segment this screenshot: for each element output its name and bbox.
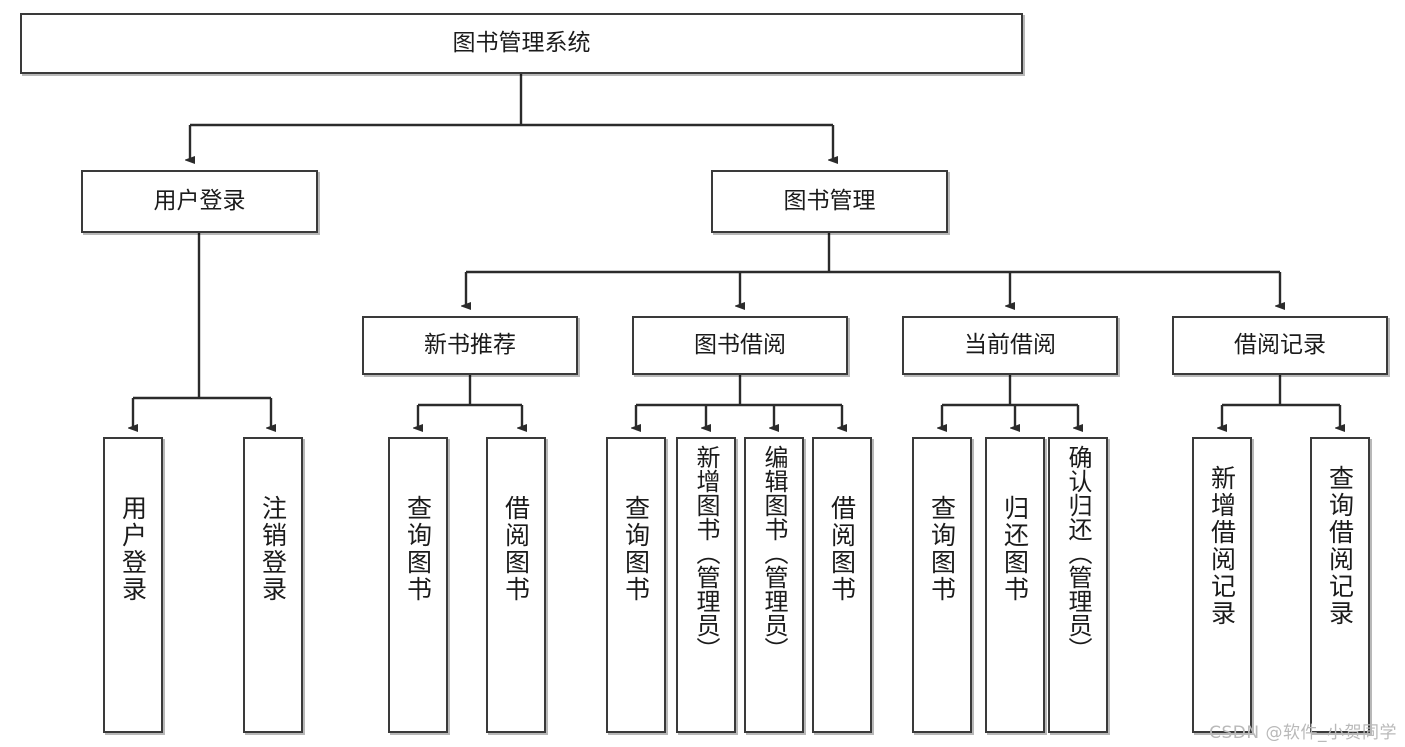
node-leaf-edit-book[interactable]: 编辑图书（管理员） (744, 437, 804, 733)
node-root[interactable]: 图书管理系统 (20, 13, 1023, 74)
node-leaf-borrow-book-1[interactable]: 借阅图书 (486, 437, 546, 733)
node-label: 归还图书 (1000, 495, 1030, 603)
node-leaf-query-record[interactable]: 查询借阅记录 (1310, 437, 1370, 733)
node-leaf-return-book[interactable]: 归还图书 (985, 437, 1045, 733)
node-label: 新书推荐 (424, 331, 516, 358)
node-user-login[interactable]: 用户登录 (81, 170, 318, 233)
node-new-book-recommend[interactable]: 新书推荐 (362, 316, 578, 375)
node-borrow-record[interactable]: 借阅记录 (1172, 316, 1388, 375)
node-label: 查询图书 (927, 495, 957, 603)
node-label: 查询图书 (403, 495, 433, 603)
node-label: 用户登录 (118, 495, 148, 603)
node-label: 图书管理系统 (452, 29, 591, 56)
node-label: 查询借阅记录 (1325, 465, 1355, 627)
node-leaf-borrow-book-2[interactable]: 借阅图书 (812, 437, 872, 733)
node-label: 当前借阅 (964, 331, 1056, 358)
node-label: 图书管理 (783, 187, 876, 214)
node-label: 新增图书（管理员） (692, 445, 720, 661)
node-current-borrow[interactable]: 当前借阅 (902, 316, 1118, 375)
node-leaf-confirm-return[interactable]: 确认归还（管理员） (1048, 437, 1108, 733)
node-leaf-query-book-1[interactable]: 查询图书 (388, 437, 448, 733)
node-label: 新增借阅记录 (1207, 465, 1237, 627)
node-label: 注销登录 (258, 495, 288, 603)
node-book-manage[interactable]: 图书管理 (711, 170, 948, 233)
node-label: 查询图书 (621, 495, 651, 603)
node-leaf-logout[interactable]: 注销登录 (243, 437, 303, 733)
node-label: 编辑图书（管理员） (760, 445, 788, 661)
node-label: 借阅记录 (1234, 331, 1326, 358)
node-label: 借阅图书 (827, 495, 857, 603)
node-label: 借阅图书 (501, 495, 531, 603)
node-book-borrow[interactable]: 图书借阅 (632, 316, 848, 375)
node-leaf-query-book-3[interactable]: 查询图书 (912, 437, 972, 733)
node-label: 确认归还（管理员） (1064, 445, 1092, 661)
node-label: 图书借阅 (694, 331, 786, 358)
node-leaf-user-login[interactable]: 用户登录 (103, 437, 163, 733)
node-leaf-add-record[interactable]: 新增借阅记录 (1192, 437, 1252, 733)
node-label: 用户登录 (153, 187, 246, 214)
node-leaf-query-book-2[interactable]: 查询图书 (606, 437, 666, 733)
node-leaf-add-book[interactable]: 新增图书（管理员） (676, 437, 736, 733)
